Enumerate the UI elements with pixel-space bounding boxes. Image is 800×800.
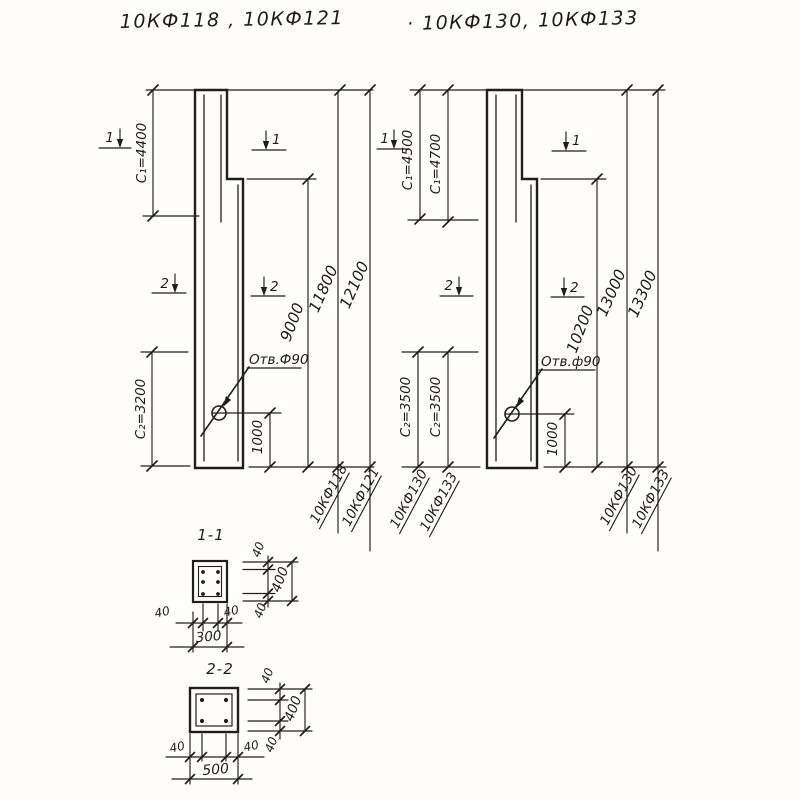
section-1-1-cover-left: 40: [153, 604, 171, 621]
right-section-mark-2-right: 2: [550, 277, 585, 298]
section-1-1-dim-lines: [169, 555, 299, 653]
right-dimension-lines: [417, 89, 659, 552]
section-1-1-width: 300: [195, 628, 222, 646]
svg-text:1: 1: [272, 132, 281, 148]
right-column-inner-edges: [495, 94, 532, 462]
svg-text:1: 1: [380, 131, 389, 147]
section-2-2-height: 400: [281, 694, 305, 724]
section-1-1-label: 1-1: [197, 526, 225, 544]
right-section-mark-2-left: 2: [439, 276, 474, 297]
section-2-2-stirrup: [195, 693, 233, 727]
left-hole-label: Отв.Ф90: [249, 352, 309, 368]
section-1-1-stirrup: [197, 565, 223, 598]
right-dimension-ticks: [412, 84, 664, 473]
left-section-mark-2-left: 2: [151, 273, 187, 294]
right-dim-10200: 10200: [563, 303, 598, 356]
left-dimension-lines: [151, 89, 371, 552]
right-dim-1000: 1000: [545, 422, 561, 456]
left-hole-leader-arrow: [223, 396, 231, 407]
right-dim-c1b: C₁=4700: [428, 134, 444, 195]
section-2-2-cover-right: 40: [242, 738, 260, 755]
section-2-2-width: 500: [202, 761, 230, 779]
left-dimension-ticks: [146, 84, 376, 473]
svg-text:2: 2: [444, 278, 453, 294]
left-column-inner-edges: [203, 94, 239, 462]
right-section-mark-1-right: 1: [551, 131, 587, 152]
section-2-2-rebar-dots: [199, 697, 229, 724]
left-column-elevation: C₁=4400 C₂=3200 9000 11800 12100 1000 1 …: [98, 84, 383, 552]
section-2-2: 2-2 40 40: [165, 660, 313, 785]
left-dim-c1: C₁=4400: [134, 123, 150, 184]
section-1-1-ticks: [187, 556, 298, 653]
left-section-mark-1-left: 1: [98, 128, 132, 149]
section-2-2-cover-bottom: 40: [262, 735, 281, 754]
section-2-2-cover-top: 40: [258, 666, 277, 685]
right-section-mark-1-left: 1: [376, 129, 410, 150]
right-hole-callout: Отв.ф90: [493, 354, 600, 439]
svg-text:1: 1: [572, 133, 581, 149]
svg-text:2: 2: [160, 276, 169, 292]
section-2-2-outer-rect: [188, 686, 240, 734]
left-hole-circle: [211, 405, 227, 421]
left-hole-callout: Отв.Ф90: [200, 352, 309, 437]
right-dim-13300: 13300: [624, 268, 661, 320]
section-1-1-cover-right: 40: [222, 603, 240, 620]
section-1-1-cover-bottom: 40: [251, 601, 270, 620]
left-dim-12100: 12100: [336, 259, 373, 311]
left-dim-9000: 9000: [277, 300, 308, 343]
section-2-2-label: 2-2: [206, 660, 234, 678]
left-section-mark-2-right: 2: [250, 276, 286, 297]
section-1-1: 1-1 40: [153, 526, 299, 653]
left-dim-1000: 1000: [250, 420, 266, 454]
right-dim-c2b: C₂=3500: [428, 377, 444, 438]
title-right-columns: · 10КФ130, 10КФ133: [407, 7, 639, 35]
left-dim-11800: 11800: [305, 263, 342, 315]
svg-text:2: 2: [270, 279, 279, 295]
right-hole-leader-arrow: [516, 397, 524, 408]
left-dim-c2: C₂=3200: [133, 379, 149, 440]
right-column-elevation: C₁=4500 C₁=4700 C₂=3500 C₂=3500 10200 13…: [376, 84, 673, 552]
title-left-columns: 10КФ118 , 10КФ121: [120, 7, 345, 33]
section-2-2-ticks: [184, 683, 311, 785]
left-section-mark-1-right: 1: [251, 130, 287, 151]
right-dim-c2a: C₂=3500: [398, 377, 414, 438]
right-dim-c1a: C₁=4500: [400, 130, 416, 191]
right-hole-circle: [504, 406, 520, 422]
svg-text:2: 2: [570, 280, 579, 296]
section-1-1-cover-top: 40: [249, 540, 268, 559]
svg-text:1: 1: [105, 130, 114, 146]
left-extension-lines: [140, 89, 375, 468]
right-hole-label: Отв.ф90: [541, 354, 600, 370]
section-1-1-outer-rect: [191, 559, 229, 604]
section-1-1-rebar-dots: [201, 570, 220, 596]
section-2-2-cover-left: 40: [168, 739, 186, 756]
